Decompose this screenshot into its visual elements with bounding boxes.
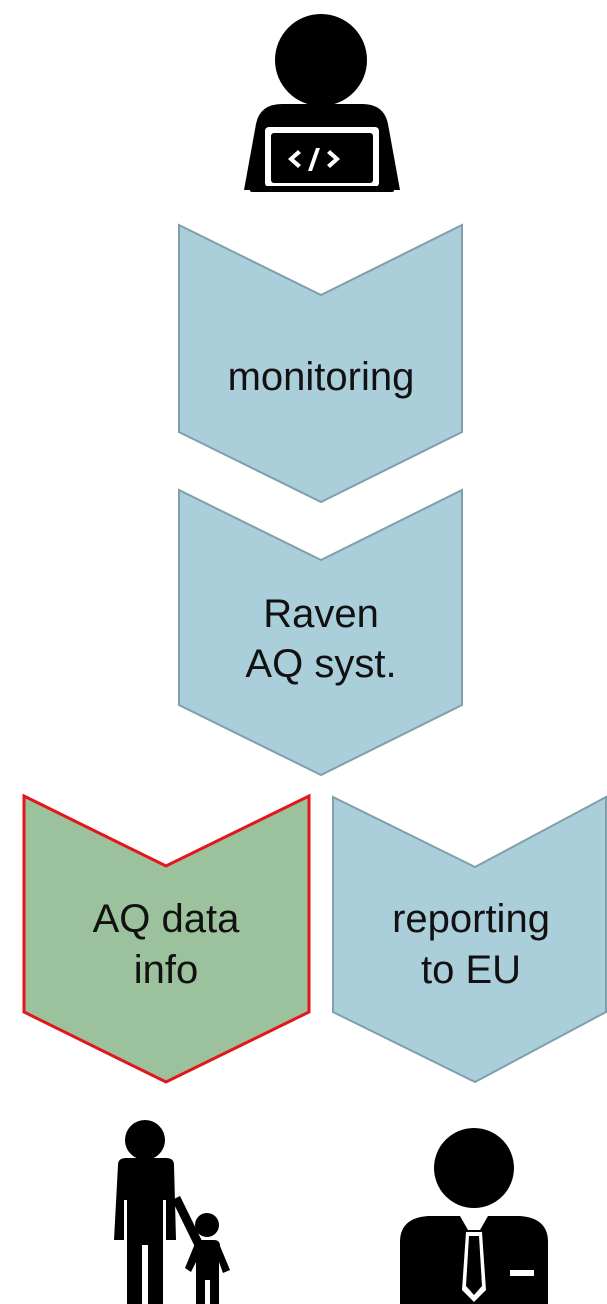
- raven-label-line2: AQ syst.: [245, 642, 396, 686]
- parent-child-icon: [114, 1120, 230, 1304]
- aq-data-label-line1: AQ data: [93, 897, 241, 941]
- developer-laptop-icon: [244, 14, 400, 192]
- chevron-monitoring: monitoring: [178, 223, 463, 504]
- reporting-label-line1: reporting: [392, 897, 550, 941]
- reporting-label-line2: to EU: [421, 948, 521, 992]
- aq-data-label-line2: info: [134, 948, 199, 992]
- businessman-icon: [400, 1128, 548, 1304]
- chevron-reporting-to-eu: reporting to EU: [332, 795, 607, 1084]
- raven-label-line1: Raven: [263, 592, 379, 636]
- chevron-aq-data-info: AQ data info: [22, 793, 311, 1084]
- monitoring-label: monitoring: [228, 355, 415, 399]
- chevron-raven-aq-system: Raven AQ syst.: [178, 488, 463, 777]
